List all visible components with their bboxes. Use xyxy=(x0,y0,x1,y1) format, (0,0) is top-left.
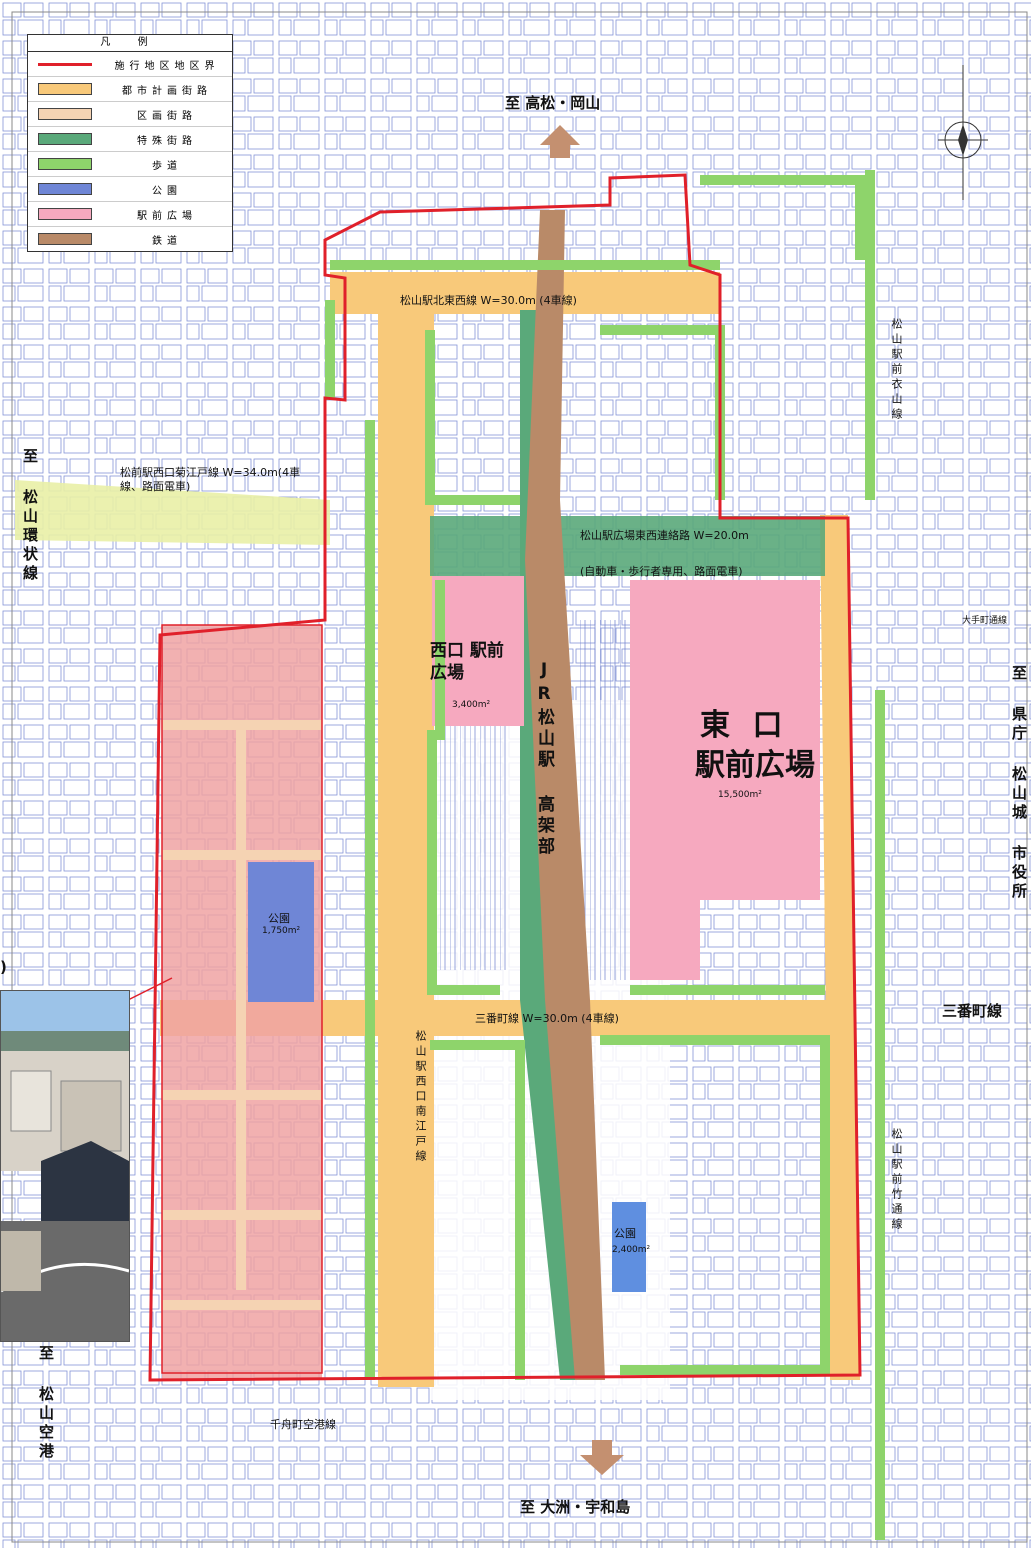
arrow-south xyxy=(580,1440,624,1475)
road-label-takezawa: 松山駅前竹通線 xyxy=(890,1128,903,1233)
legend-item-city-road: 都市計画街路 xyxy=(28,77,232,102)
legend-swatch xyxy=(38,158,92,170)
legend-swatch xyxy=(38,83,92,95)
legend-swatch xyxy=(38,133,92,145)
legend-swatch xyxy=(38,183,92,195)
sidewalk-block-a xyxy=(425,330,520,505)
road-label-north: 松山駅北東西線 W=30.0m (4車線) xyxy=(400,294,577,307)
east-plaza-label-2: 駅前広場 xyxy=(695,748,815,783)
park-west-shape xyxy=(248,862,314,1002)
track-lines xyxy=(440,720,510,970)
park-east-shape xyxy=(612,1202,646,1292)
block-road-1 xyxy=(162,720,322,730)
west-plaza xyxy=(432,576,524,726)
sidewalk-east-street xyxy=(865,170,885,1540)
legend-item-block-road: 区画街路 xyxy=(28,102,232,127)
legend-item-plaza: 駅前広場 xyxy=(28,202,232,227)
arrow-north xyxy=(540,125,580,158)
legend-item-special-road: 特殊街路 xyxy=(28,127,232,152)
sidewalk-north-west xyxy=(325,260,720,400)
road-label-ohtemachi: 大手町通線 xyxy=(962,616,1008,626)
legend-swatch xyxy=(38,62,92,66)
road-label-passage: 松山駅広場東西連絡路 W=20.0m xyxy=(580,529,749,542)
sidewalk-mid-block xyxy=(430,1040,525,1380)
park-west-area: 1,750m² xyxy=(262,926,301,936)
east-plaza-area: 15,500m² xyxy=(718,790,762,800)
direction-east-castle: 至 県庁 松山城 市役所 xyxy=(1010,665,1028,902)
park-west-label: 公園 xyxy=(268,912,290,925)
east-plaza-label-1: 東 口 xyxy=(700,708,789,743)
sidewalk-north-strip xyxy=(700,175,865,260)
park-east-label: 公園 xyxy=(614,1227,636,1240)
legend-label: 駅前広場 xyxy=(137,210,197,222)
legend-swatch xyxy=(38,108,92,120)
road-label-sanbancho: 三番町線 W=30.0m (4車線) xyxy=(475,1012,619,1025)
special-road-passage xyxy=(430,516,825,576)
railway-viaduct xyxy=(525,210,605,1380)
block-road-5 xyxy=(162,1300,322,1310)
jr-station-label: JR松山駅 高架部 xyxy=(534,660,554,858)
legend-label: 公園 xyxy=(152,185,182,197)
block-road-v1 xyxy=(236,730,246,1290)
west-block-boundary xyxy=(161,624,323,1374)
west-plaza-label: 西口 駅前広場 xyxy=(430,641,504,683)
direction-west-ring: 至 松山環状線 xyxy=(21,448,39,584)
legend-swatch xyxy=(38,208,92,220)
road-label-sanbancho-east: 三番町線 xyxy=(942,1002,1003,1020)
road-label-west-ring: 松前駅西口菊江戸線 W=34.0m(4車線、路面電車) xyxy=(120,466,301,493)
road-west-vertical xyxy=(378,272,434,1387)
park-east-area: 2,400m² xyxy=(612,1245,651,1255)
west-plaza-area: 3,400m² xyxy=(452,700,491,710)
legend-label: 鉄道 xyxy=(152,235,182,247)
road-label-kinuyama: 松山駅前衣山線 xyxy=(890,318,903,423)
legend-item-railway: 鉄道 xyxy=(28,227,232,251)
road-label-senbune: 千舟町空港線 xyxy=(270,1418,336,1431)
north-compass xyxy=(938,65,988,200)
paren-mark: ) xyxy=(0,958,7,976)
inset-photo xyxy=(0,990,130,1342)
photo-leader xyxy=(127,977,173,1001)
legend-label: 都市計画街路 xyxy=(122,85,212,97)
sidewalk-west-plaza xyxy=(427,730,500,995)
legend-label: 区画街路 xyxy=(137,110,197,122)
legend-label: 歩道 xyxy=(152,160,182,172)
direction-airport: 至 松山空港 xyxy=(37,1345,55,1462)
east-plaza xyxy=(630,580,820,980)
road-label-west-vertical: 松山駅西口南江戸線 xyxy=(414,1030,427,1165)
legend-label: 施行地区地区界 xyxy=(114,60,220,72)
direction-south: 至 大洲・宇和島 xyxy=(520,1498,631,1516)
project-boundary xyxy=(148,173,862,1382)
legend-swatch xyxy=(38,233,92,245)
west-ring-road xyxy=(15,480,330,545)
road-label-passage-note: (自動車・歩行者専用、路面電車) xyxy=(580,565,743,578)
legend-title: 凡 例 xyxy=(28,35,232,52)
legend: 凡 例 施行地区地区界 都市計画街路 区画街路 特殊街路 歩道 公園 駅前広場 … xyxy=(27,34,233,252)
map-frame xyxy=(11,11,1028,1543)
direction-north: 至 高松・岡山 xyxy=(505,94,601,112)
legend-item-boundary: 施行地区地区界 xyxy=(28,52,232,77)
legend-label: 特殊街路 xyxy=(137,135,197,147)
sidewalk-east-block xyxy=(600,1035,830,1375)
legend-item-sidewalk: 歩道 xyxy=(28,152,232,177)
legend-item-park: 公園 xyxy=(28,177,232,202)
